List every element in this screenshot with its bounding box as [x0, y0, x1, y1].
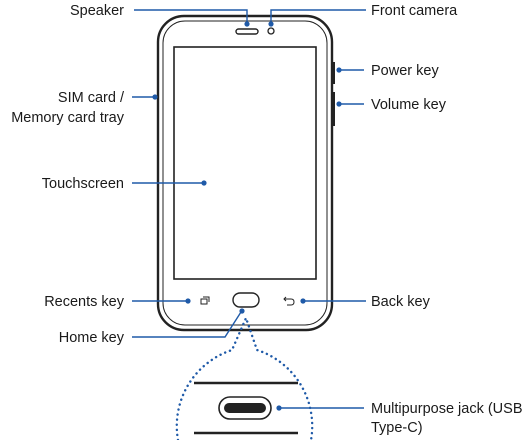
label-recents-key: Recents key: [44, 294, 125, 310]
usb-c-port-inner: [224, 403, 266, 413]
label-sim-card-line1: SIM card /: [58, 90, 125, 106]
callout-power-key: [336, 67, 364, 73]
callout-home-key: [132, 308, 245, 338]
callout-sim-tray: [132, 94, 158, 100]
label-back-key: Back key: [371, 294, 431, 310]
callout-speaker: [134, 9, 250, 27]
label-front-camera: Front camera: [371, 3, 458, 19]
label-multipurpose-jack-line2: Type-C): [371, 420, 423, 436]
usb-zoom-bubble: [175, 314, 314, 440]
label-power-key: Power key: [371, 63, 439, 79]
callout-touchscreen: [132, 180, 207, 186]
tablet-inner-bezel-line: [162, 20, 328, 326]
label-volume-key: Volume key: [371, 97, 447, 113]
label-speaker: Speaker: [70, 3, 124, 19]
label-touchscreen: Touchscreen: [42, 176, 124, 192]
usb-c-port-outer: [218, 396, 272, 420]
callout-recents-key: [132, 298, 191, 304]
home-key-button: [232, 292, 260, 308]
front-camera-lens: [267, 27, 275, 35]
zoom-dotted-outline: [175, 314, 314, 440]
label-home-key: Home key: [59, 330, 125, 346]
callout-front-camera: [268, 9, 366, 27]
recents-icon: [200, 296, 210, 305]
back-icon: [283, 296, 295, 306]
tablet-outer-frame: [156, 14, 334, 332]
touchscreen-display: [173, 46, 317, 280]
speaker-grille: [235, 28, 259, 35]
callout-volume-key: [336, 101, 364, 107]
callout-back-key: [300, 298, 366, 304]
label-sim-card-line2: Memory card tray: [11, 110, 125, 126]
power-key-button: [332, 62, 335, 84]
label-multipurpose-jack-line1: Multipurpose jack (USB: [371, 401, 523, 417]
callout-multipurpose-jack: [276, 405, 364, 411]
volume-key-button: [332, 92, 335, 126]
sim-tray-slot: [157, 86, 159, 104]
tablet-device: [156, 14, 335, 332]
